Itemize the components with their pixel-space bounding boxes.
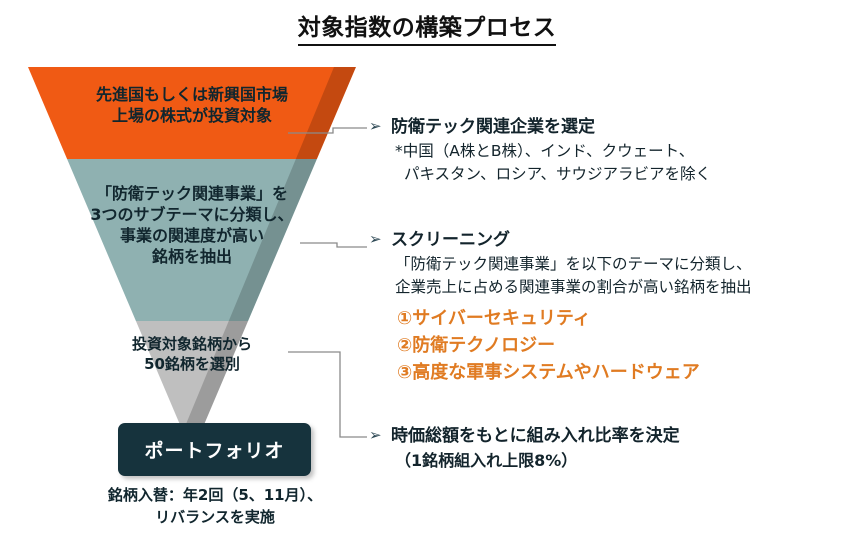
sub-theme-list: ①サイバーセキュリティ ②防衛テクノロジー ③高度な軍事システムやハードウェア	[397, 305, 849, 386]
sub-theme-3: ③高度な軍事システムやハードウェア	[397, 362, 700, 384]
step-2-sub-line-1: 「防衛テック関連事業」を以下のテーマに分類し、	[395, 254, 752, 273]
step-1-title: 防衛テック関連企業を選定	[391, 117, 595, 137]
funnel-shape	[28, 67, 356, 453]
funnel-caption: 銘柄入替：年2回（5、11月）、 リバランスを実施	[30, 485, 400, 529]
step-2-title: スクリーニング	[391, 230, 510, 250]
bullet-arrow-icon: ➢	[369, 117, 382, 135]
funnel-band-orange	[28, 67, 356, 159]
step-3-title: 時価総額をもとに組み入れ比率を決定	[391, 426, 680, 446]
funnel-diagram: 先進国もしくは新興国市場 上場の株式が投資対象 「防衛テック関連事業」を 3つの…	[24, 63, 360, 453]
step-1-sub-line-1: *中国（A株とB株）、インド、クウェート、	[395, 141, 695, 160]
step-3-heading: ➢ 時価総額をもとに組み入れ比率を決定	[369, 424, 849, 449]
step-3-sub-line-1: （1銘柄組入れ上限8%）	[395, 450, 578, 470]
sub-theme-2: ②防衛テクノロジー	[397, 335, 556, 357]
portfolio-box: ポートフォリオ	[118, 423, 311, 476]
page-title-text: 対象指数の構築プロセス	[297, 15, 557, 46]
bullet-arrow-icon: ➢	[369, 426, 382, 444]
funnel-inner-shadow	[174, 67, 356, 453]
bullet-arrow-icon: ➢	[369, 230, 382, 248]
sub-theme-1: ①サイバーセキュリティ	[397, 308, 591, 330]
step-1-sub-line-2: パキスタン、ロシア、サウジアラビアを除く	[404, 164, 712, 183]
step-2-sub-line-2: 企業売上に占める関連事業の割合が高い銘柄を抽出	[395, 277, 752, 296]
step-1-heading: ➢ 防衛テック関連企業を選定	[369, 115, 849, 140]
funnel-band-teal	[28, 159, 356, 321]
step-select-companies: ➢ 防衛テック関連企業を選定 *中国（A株とB株）、インド、クウェート、 パキス…	[369, 115, 849, 186]
funnel-caption-line-1: 銘柄入替：年2回（5、11月）、	[107, 486, 323, 504]
page-title: 対象指数の構築プロセス	[0, 8, 854, 46]
funnel-caption-line-2: リバランスを実施	[155, 507, 275, 526]
step-2-heading: ➢ スクリーニング	[369, 228, 849, 253]
portfolio-label: ポートフォリオ	[144, 440, 285, 462]
step-screening: ➢ スクリーニング 「防衛テック関連事業」を以下のテーマに分類し、 企業売上に占…	[369, 228, 849, 386]
step-weighting: ➢ 時価総額をもとに組み入れ比率を決定 （1銘柄組入れ上限8%）	[369, 424, 849, 473]
